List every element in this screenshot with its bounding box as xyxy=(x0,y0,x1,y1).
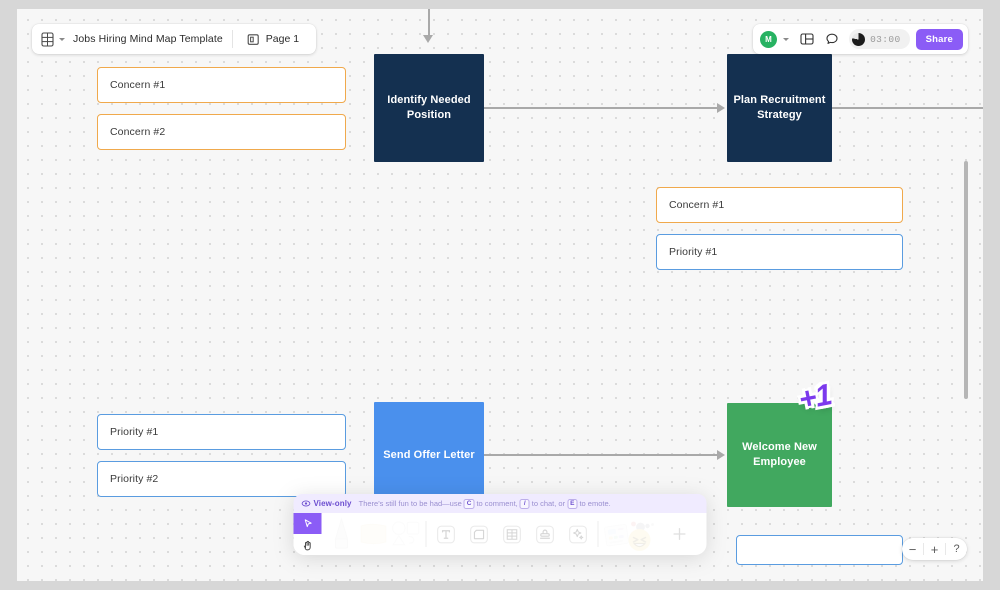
hint-mid-2: to chat, or xyxy=(531,499,566,508)
avatar[interactable]: M xyxy=(760,30,778,48)
cursor-arrow-icon xyxy=(304,519,312,528)
widgets-group[interactable] xyxy=(597,513,707,555)
figjam-file-icon[interactable] xyxy=(41,31,54,47)
text-tool[interactable] xyxy=(431,519,461,549)
zoom-controls[interactable]: − + ? xyxy=(902,538,967,560)
page-label: Page 1 xyxy=(265,33,300,45)
cursor-select-tool[interactable] xyxy=(293,513,322,534)
card-bottom-right-partial[interactable] xyxy=(736,535,903,565)
stamp-tool[interactable] xyxy=(530,519,560,549)
card-concern-1-right[interactable]: Concern #1 xyxy=(656,187,903,223)
bottom-toolbar-wrapper: View-only There's still fun to be had—us… xyxy=(293,494,707,555)
shapes-connector-tool[interactable] xyxy=(391,519,421,549)
card-priority-2-bottom-left[interactable]: Priority #2 xyxy=(97,461,346,497)
card-concern-1-left[interactable]: Concern #1 xyxy=(97,67,346,103)
connector-offer-to-welcome xyxy=(484,454,719,456)
toolbar-divider xyxy=(231,30,233,48)
avatar-chevron-down-icon[interactable] xyxy=(783,37,790,41)
file-menu-chevron-down-icon[interactable] xyxy=(59,37,65,41)
cursor-tool-group[interactable] xyxy=(293,513,322,555)
plus-icon xyxy=(673,527,686,541)
hand-icon xyxy=(303,540,311,550)
sparkle-wand-icon xyxy=(568,525,587,543)
table-tool[interactable] xyxy=(497,519,527,549)
connector-top-into-identify xyxy=(428,9,430,37)
more-plugins-tool[interactable] xyxy=(665,519,695,549)
node-identify-needed-position[interactable]: Identify Needed Position xyxy=(374,54,484,162)
hand-pan-tool[interactable] xyxy=(293,534,322,555)
table-grid-icon xyxy=(502,525,521,543)
section-frame-icon xyxy=(469,525,488,543)
hint-suffix: to emote. xyxy=(579,499,611,508)
card-concern-2-left[interactable]: Concern #2 xyxy=(97,114,346,150)
zoom-out-button[interactable]: − xyxy=(908,541,917,557)
page-frame-icon xyxy=(247,33,259,45)
canvas-viewport[interactable]: Identify Needed Position Plan Recruitmen… xyxy=(17,9,983,581)
zoom-divider xyxy=(923,543,924,555)
node-welcome-new-employee[interactable]: Welcome New Employee xyxy=(727,403,832,507)
file-title: Jobs Hiring Mind Map Template xyxy=(73,33,223,45)
top-right-toolbar[interactable]: M 03:00 Share xyxy=(753,24,968,54)
page-selector[interactable]: Page 1 xyxy=(242,30,307,49)
share-button[interactable]: Share xyxy=(915,28,963,50)
node-plan-recruitment-strategy[interactable]: Plan Recruitment Strategy xyxy=(727,54,832,162)
content-tools-group[interactable] xyxy=(425,513,598,555)
timer-pie-icon xyxy=(852,32,866,46)
section-tool[interactable] xyxy=(464,519,494,549)
media-widgets-tool[interactable] xyxy=(603,519,663,551)
view-only-hint: There's still fun to be had—use C to com… xyxy=(358,498,611,509)
connector-plan-outgoing xyxy=(832,107,983,109)
pen-marker-tool[interactable] xyxy=(327,517,357,549)
hint-prefix: There's still fun to be had—use xyxy=(358,499,462,508)
help-button[interactable]: ? xyxy=(953,543,960,555)
connector-identify-to-plan xyxy=(484,107,719,109)
key-comment: C xyxy=(463,498,475,509)
vertical-scrollbar[interactable] xyxy=(964,161,968,399)
media-emoji-icon xyxy=(604,521,654,551)
view-only-label: View-only xyxy=(313,499,352,508)
zoom-in-button[interactable]: + xyxy=(930,541,939,557)
key-chat: / xyxy=(519,498,530,509)
connector-arrow-offer-to-welcome xyxy=(717,450,725,460)
layout-panel-icon[interactable] xyxy=(796,28,818,50)
card-priority-1-bottom-left[interactable]: Priority #1 xyxy=(97,414,346,450)
connector-arrow-down-identify xyxy=(423,35,433,43)
ai-magic-tool[interactable] xyxy=(563,519,593,549)
comment-bubble-icon[interactable] xyxy=(821,28,843,50)
eye-icon xyxy=(301,500,311,507)
view-only-banner: View-only There's still fun to be had—us… xyxy=(293,494,707,513)
marker-pen-icon xyxy=(334,517,349,549)
zoom-divider-2 xyxy=(945,543,946,555)
stamp-icon xyxy=(535,525,554,543)
plus-one-sticker[interactable]: +1 xyxy=(796,378,834,417)
shapes-icon xyxy=(392,521,420,546)
sticky-note-tool[interactable] xyxy=(359,519,389,549)
connector-arrow-identify-to-plan xyxy=(717,103,725,113)
creation-toolbar[interactable] xyxy=(293,513,707,555)
timer-widget[interactable]: 03:00 xyxy=(849,29,910,49)
node-send-offer-letter[interactable]: Send Offer Letter xyxy=(374,402,484,509)
timer-value: 03:00 xyxy=(870,33,901,45)
view-only-pill: View-only xyxy=(301,499,352,508)
sticky-note-icon xyxy=(360,523,387,545)
hint-mid-1: to comment, xyxy=(476,499,518,508)
text-T-icon xyxy=(436,525,455,543)
key-emote: E xyxy=(567,498,578,509)
file-menu-bar[interactable]: Jobs Hiring Mind Map Template Page 1 xyxy=(32,24,317,54)
card-priority-1-right[interactable]: Priority #1 xyxy=(656,234,903,270)
drawing-tools-group[interactable] xyxy=(322,513,426,555)
